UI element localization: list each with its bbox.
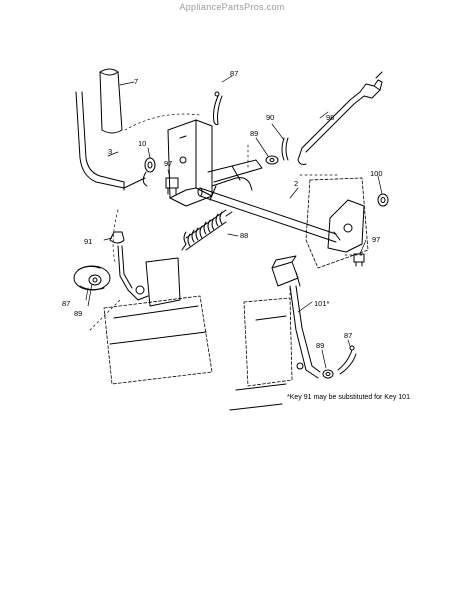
- cable-rod-part: [297, 71, 383, 165]
- callout-87-left: 87: [62, 299, 70, 308]
- clip-and-washer-upper: [265, 137, 289, 165]
- callout-100: 100: [370, 169, 383, 178]
- clip-and-washer-lower-right: [322, 345, 357, 379]
- nut-right-part: [377, 193, 389, 207]
- hairpin-upper-part: [213, 91, 223, 126]
- linkage-rods-part: [207, 159, 263, 201]
- pedal-lever-part: [271, 255, 321, 379]
- callout-88: 88: [240, 231, 248, 240]
- lift-lever-part: [75, 91, 146, 191]
- callout-89-right: 89: [316, 341, 324, 350]
- callout-2: 2: [294, 179, 298, 188]
- right-deck-part: [229, 297, 293, 411]
- callout-89-left: 89: [74, 309, 82, 318]
- bolt-upper-part: [165, 177, 179, 195]
- handle-grip-part: [99, 68, 123, 134]
- clip-and-washer-lower-left: [73, 265, 111, 291]
- large-spring-part: [181, 209, 233, 251]
- right-bracket-part: [305, 177, 369, 269]
- callout-87-top: 87: [230, 69, 238, 78]
- callout-89-top: 89: [250, 129, 258, 138]
- callout-90: 90: [266, 113, 274, 122]
- watermark: AppliancePartsPros.com: [179, 2, 285, 12]
- lift-shaft-part: [197, 187, 337, 243]
- callout-91: 91: [84, 237, 92, 246]
- callout-labels: 7 87 3 10 97 90 89 98 2 100 97 88 91 87 …: [62, 69, 383, 350]
- callout-98: 98: [326, 113, 334, 122]
- callout-97-left: 97: [164, 159, 172, 168]
- substitution-footnote: *Key 91 may be substituted for Key 101: [287, 394, 410, 401]
- callout-3: 3: [108, 147, 112, 156]
- callout-87-right: 87: [344, 331, 352, 340]
- callout-97-right: 97: [372, 235, 380, 244]
- callout-10: 10: [138, 139, 146, 148]
- lever-bracket-part: [167, 119, 213, 207]
- spring-coil-part: [142, 157, 156, 187]
- callout-101: 101*: [314, 299, 330, 308]
- left-deck-part: [103, 257, 213, 385]
- lever-lower-left-part: [109, 231, 149, 301]
- bolt-right-part: [353, 253, 365, 267]
- leader-lines: [85, 75, 383, 369]
- callout-7: 7: [134, 77, 138, 86]
